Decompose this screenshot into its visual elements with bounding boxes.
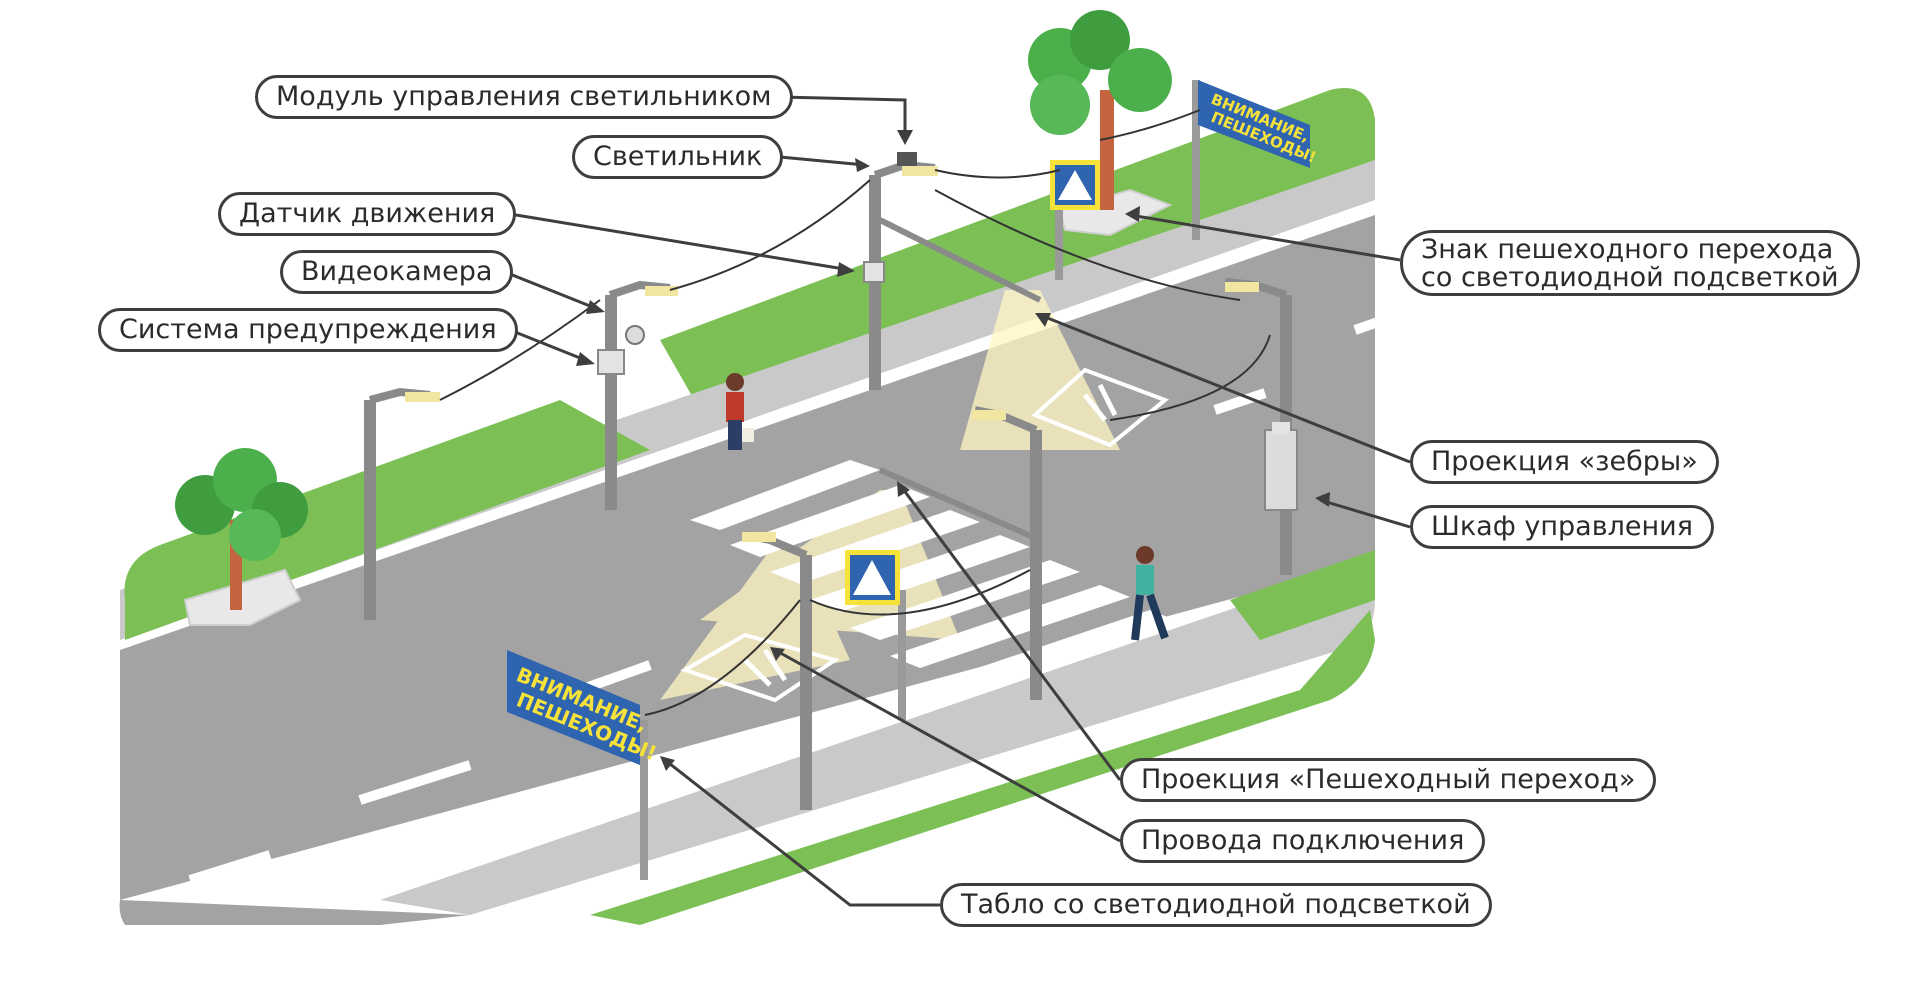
near-sidewalk: [380, 560, 1375, 915]
pedestrian-woman: [726, 373, 754, 450]
tree-right: [1028, 10, 1173, 237]
label-lamp-control-module: Модуль управления светильником: [255, 75, 793, 119]
label-lamp: Светильник: [572, 135, 784, 179]
label-crossing-sign: Знак пешеходного перехода со светодиодно…: [1400, 230, 1860, 296]
crossing-sign-near: [845, 550, 906, 720]
pedestrian-man: [1131, 546, 1169, 641]
label-crossing-sign-line1: Знак пешеходного перехода: [1421, 234, 1834, 265]
zebra-crossing: [690, 460, 1180, 696]
projected-crossing-sign-far: [1031, 367, 1169, 448]
lamp-post-right: [1224, 278, 1298, 575]
right-grass: [1230, 550, 1375, 640]
label-warning-system: Система предупреждения: [98, 308, 518, 352]
label-zebra-projection: Проекция «зебры»: [1410, 440, 1719, 484]
label-motion-sensor: Датчик движения: [218, 192, 517, 236]
lamp-post-camera: [597, 280, 678, 510]
leader-lines: [504, 95, 1411, 907]
near-grass: [590, 610, 1375, 925]
crossing-sign-far: [1050, 160, 1100, 280]
lamp-post-far-left: [364, 387, 440, 620]
label-video-camera: Видеокамера: [280, 250, 514, 294]
label-control-cabinet: Шкаф управления: [1410, 505, 1714, 549]
label-connection-wires: Провода подключения: [1120, 819, 1486, 863]
label-crossing-projection: Проекция «Пешеходный переход»: [1120, 758, 1657, 802]
lamp-post-main: [863, 152, 1042, 390]
road-edge: [119, 900, 471, 925]
label-led-board: Табло со светодиодной подсветкой: [940, 883, 1492, 927]
lamp-post-center: [878, 406, 1042, 700]
tree-left: [175, 448, 308, 626]
lamp-post-near: [742, 531, 812, 810]
leader-arrowheads: [576, 130, 1330, 771]
projected-crossing-sign-near: [680, 632, 840, 703]
label-crossing-sign-line2: со светодиодной подсветкой: [1421, 262, 1839, 293]
connection-wires: [439, 109, 1271, 716]
